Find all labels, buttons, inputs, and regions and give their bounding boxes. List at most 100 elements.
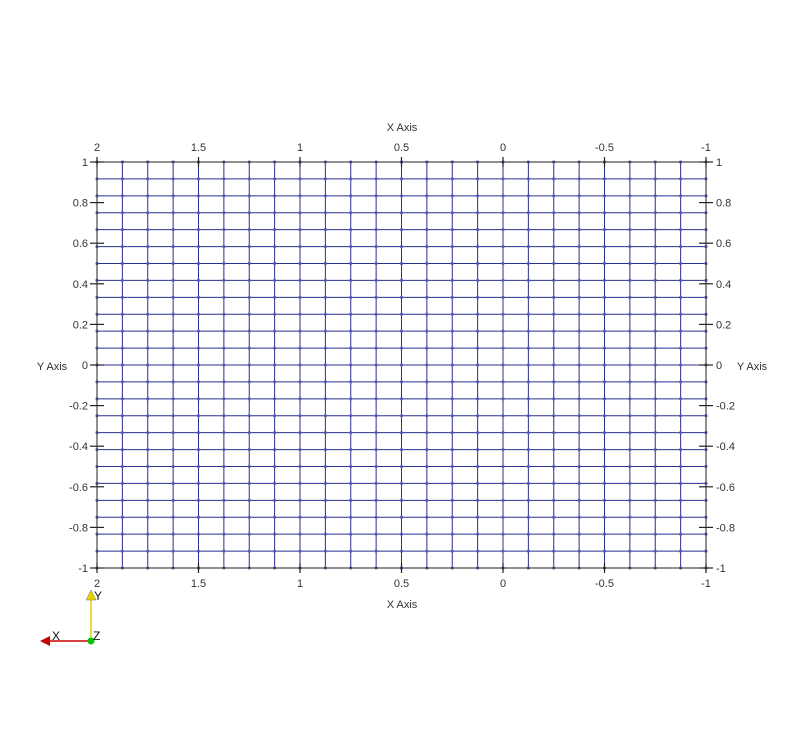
mesh-point <box>374 346 378 350</box>
mesh-point <box>628 414 632 418</box>
mesh-point <box>273 515 277 519</box>
mesh-point <box>323 244 327 249</box>
mesh-point <box>679 261 683 266</box>
mesh-point <box>679 532 683 536</box>
mesh-point <box>196 228 201 232</box>
mesh-point <box>273 346 277 350</box>
mesh-point <box>196 464 201 469</box>
y-tick-label-right: -0.2 <box>716 401 735 413</box>
mesh-point <box>298 414 302 418</box>
mesh-point <box>476 414 480 418</box>
mesh-point <box>501 414 505 418</box>
mesh-point <box>476 481 480 486</box>
mesh-point <box>323 228 327 232</box>
mesh-point <box>273 312 277 316</box>
mesh-point <box>273 498 277 502</box>
mesh-point <box>349 447 353 452</box>
mesh-point <box>425 211 429 215</box>
mesh-point <box>247 228 251 232</box>
mesh-point <box>120 244 124 249</box>
y-tick-label-right: -0.6 <box>716 482 735 494</box>
mesh-point <box>196 295 201 299</box>
x-tick-label-bottom: 2 <box>94 578 100 590</box>
mesh-point <box>602 549 607 553</box>
mesh-point <box>171 549 175 553</box>
mesh-point <box>476 397 480 401</box>
mesh-point <box>450 363 454 367</box>
x-tick-label-bottom: 0 <box>500 578 506 590</box>
mesh-point <box>273 244 277 249</box>
mesh-point <box>450 261 454 266</box>
mesh-point <box>653 261 657 266</box>
mesh-point <box>349 380 353 384</box>
mesh-point <box>450 532 454 536</box>
mesh-point <box>399 278 404 283</box>
y-tick-label-left: -0.6 <box>69 482 88 494</box>
mesh-point <box>399 464 404 469</box>
y-tick-label-left: -0.2 <box>69 401 88 413</box>
mesh-point <box>653 515 657 519</box>
mesh-point <box>374 194 378 198</box>
mesh-point <box>476 363 480 367</box>
mesh-point <box>628 397 632 401</box>
mesh-point <box>349 312 353 316</box>
mesh-point <box>679 228 683 232</box>
mesh-point <box>653 211 657 215</box>
mesh-point <box>628 346 632 350</box>
mesh-point <box>602 211 607 215</box>
mesh-point <box>628 312 632 316</box>
mesh-point <box>679 414 683 418</box>
mesh-point <box>196 177 201 181</box>
mesh-point <box>120 414 124 418</box>
mesh-point <box>247 414 251 418</box>
mesh-point <box>653 549 657 553</box>
orientation-axes-widget: Y X Z <box>40 589 102 646</box>
y-tick-label-right: 1 <box>716 157 722 169</box>
mesh-point <box>679 431 683 435</box>
mesh-point <box>247 464 251 469</box>
mesh-point <box>196 363 201 367</box>
mesh-point <box>501 380 505 384</box>
mesh-point <box>602 481 607 486</box>
mesh-point <box>247 363 251 367</box>
mesh-point <box>120 261 124 266</box>
mesh-point <box>196 346 201 350</box>
mesh-point <box>171 414 175 418</box>
mesh-point <box>349 346 353 350</box>
y-tick-label-left: 0.4 <box>73 279 88 291</box>
mesh-point <box>374 481 378 486</box>
mesh-point <box>298 447 302 452</box>
mesh-point <box>222 532 226 536</box>
mesh-point <box>476 278 480 283</box>
mesh-point <box>450 244 454 249</box>
x-tick-label-top: -1 <box>701 142 711 154</box>
x-axis-widget-label: X <box>52 629 60 643</box>
mesh-point <box>222 244 226 249</box>
mesh-point <box>476 346 480 350</box>
mesh-point <box>679 177 683 181</box>
mesh-point <box>222 481 226 486</box>
mesh-point <box>349 532 353 536</box>
mesh-point <box>679 346 683 350</box>
mesh-point <box>171 295 175 299</box>
mesh-point <box>450 447 454 452</box>
mesh-point <box>374 515 378 519</box>
mesh-point <box>526 414 530 418</box>
mesh-point <box>323 346 327 350</box>
mesh-point <box>450 431 454 435</box>
x-tick-label-top: 0 <box>500 142 506 154</box>
mesh-point <box>399 414 404 418</box>
mesh-point <box>298 194 302 198</box>
mesh-point <box>222 549 226 553</box>
mesh-point <box>399 295 404 299</box>
mesh-point <box>628 447 632 452</box>
mesh-point <box>298 177 302 181</box>
mesh-point <box>171 312 175 316</box>
mesh-point <box>374 312 378 316</box>
mesh-point <box>171 194 175 198</box>
mesh-point <box>450 194 454 198</box>
mesh-point <box>602 532 607 536</box>
mesh-point <box>679 447 683 452</box>
mesh-point <box>146 312 150 316</box>
